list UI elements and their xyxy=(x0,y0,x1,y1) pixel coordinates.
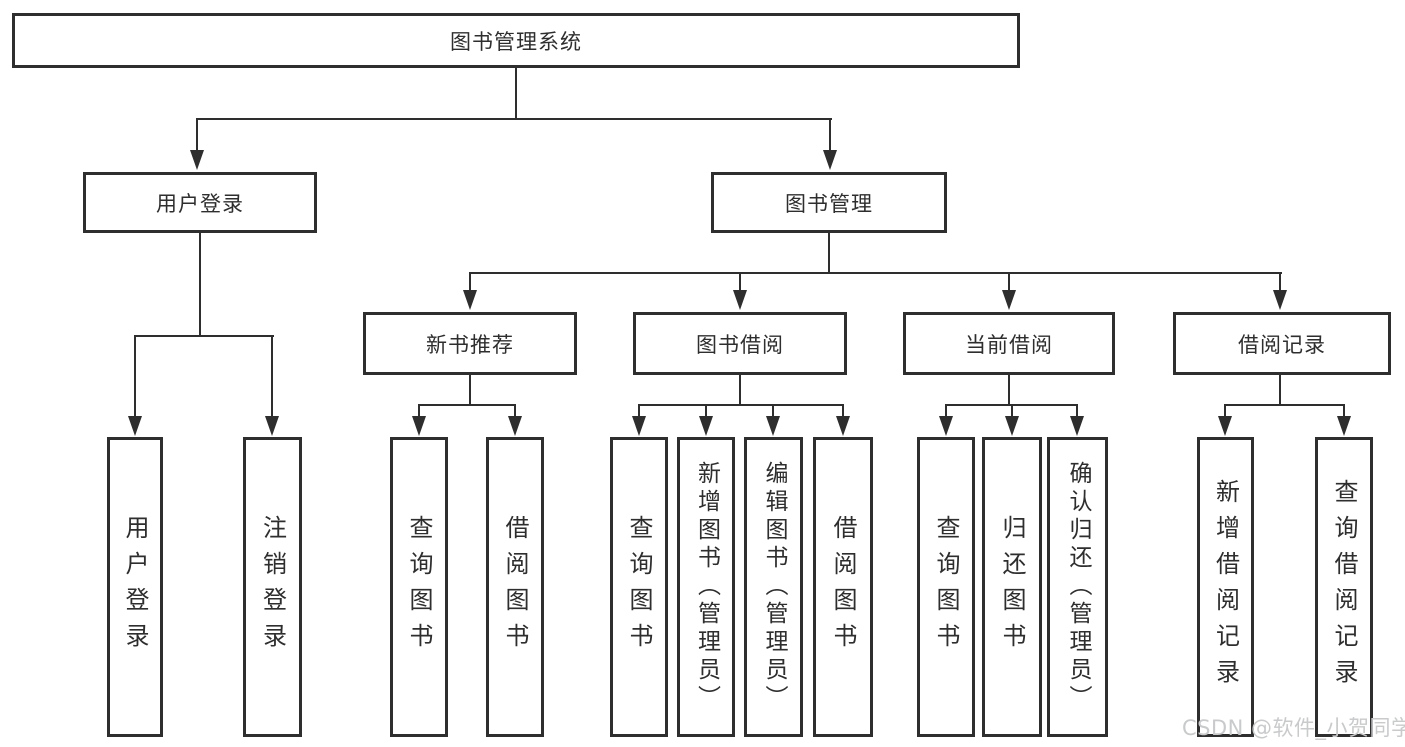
arrow-down-icon xyxy=(699,416,713,436)
node-label: 用户登录 xyxy=(121,515,149,659)
connector-line xyxy=(196,118,198,152)
csdn-watermark: CSDN @软件_小贺同学 xyxy=(1182,716,1405,740)
node-leaf-query-books-2: 查询图书 xyxy=(610,437,668,737)
node-label: 确认归还（管理员） xyxy=(1065,461,1091,713)
arrow-down-icon xyxy=(463,290,477,310)
connector-line xyxy=(772,404,774,418)
arrow-down-icon xyxy=(632,416,646,436)
arrow-down-icon xyxy=(190,150,204,170)
connector-line xyxy=(705,404,707,418)
node-user-login: 用户登录 xyxy=(83,172,317,233)
connector-line xyxy=(829,118,831,152)
arrow-down-icon xyxy=(1002,290,1016,310)
node-leaf-return-books: 归还图书 xyxy=(982,437,1042,737)
connector-line xyxy=(196,118,832,120)
node-leaf-borrow-books-2: 借阅图书 xyxy=(813,437,873,737)
arrow-down-icon xyxy=(508,416,522,436)
connector-line xyxy=(638,404,640,418)
node-label: 查询图书 xyxy=(932,515,960,659)
connector-line xyxy=(1279,272,1281,292)
node-library-system: 图书管理系统 xyxy=(12,13,1020,68)
node-leaf-edit-books-admin: 编辑图书（管理员） xyxy=(744,437,803,737)
connector-line xyxy=(638,404,844,406)
connector-line xyxy=(842,404,844,418)
node-leaf-confirm-return-admin: 确认归还（管理员） xyxy=(1047,437,1108,737)
node-label: 注销登录 xyxy=(258,515,287,659)
arrow-down-icon xyxy=(1070,416,1084,436)
node-leaf-borrow-books-1: 借阅图书 xyxy=(486,437,544,737)
node-label: 查询图书 xyxy=(405,515,433,659)
arrow-down-icon xyxy=(939,416,953,436)
connector-line xyxy=(739,375,741,406)
connector-line xyxy=(1076,404,1078,418)
connector-line xyxy=(1011,404,1013,418)
node-label: 借阅图书 xyxy=(501,515,529,659)
node-leaf-add-borrow-record: 新增借阅记录 xyxy=(1197,437,1254,737)
connector-line xyxy=(1343,404,1345,418)
node-label: 查询图书 xyxy=(625,515,653,659)
node-leaf-query-books-1: 查询图书 xyxy=(390,437,448,737)
arrow-down-icon xyxy=(412,416,426,436)
connector-line xyxy=(271,335,273,418)
node-label: 新书推荐 xyxy=(426,332,514,357)
connector-line xyxy=(199,233,201,337)
connector-line xyxy=(134,335,274,337)
arrow-down-icon xyxy=(1005,416,1019,436)
node-borrowing-records: 借阅记录 xyxy=(1173,312,1391,375)
arrow-down-icon xyxy=(1273,290,1287,310)
node-label: 用户登录 xyxy=(156,191,244,216)
node-label: 查询借阅记录 xyxy=(1330,479,1358,695)
node-new-book-recommend: 新书推荐 xyxy=(363,312,577,375)
node-label: 图书管理 xyxy=(785,191,873,216)
connector-line xyxy=(1224,404,1226,418)
node-book-management: 图书管理 xyxy=(711,172,947,233)
arrow-down-icon xyxy=(836,416,850,436)
connector-line xyxy=(1224,404,1345,406)
node-label: 编辑图书（管理员） xyxy=(761,461,787,713)
arrow-down-icon xyxy=(265,416,279,436)
arrow-down-icon xyxy=(766,416,780,436)
node-label: 当前借阅 xyxy=(965,332,1053,357)
node-label: 归还图书 xyxy=(998,515,1026,659)
connector-line xyxy=(514,404,516,418)
connector-line xyxy=(1008,272,1010,292)
connector-line xyxy=(1279,375,1281,406)
connector-line xyxy=(418,404,420,418)
node-label: 新增图书（管理员） xyxy=(693,461,720,713)
arrow-down-icon xyxy=(733,290,747,310)
node-label: 借阅图书 xyxy=(829,515,857,659)
node-label: 图书管理系统 xyxy=(450,29,582,54)
connector-line xyxy=(469,375,471,406)
arrow-down-icon xyxy=(128,416,142,436)
arrow-down-icon xyxy=(1337,416,1351,436)
connector-line xyxy=(418,404,516,406)
connector-line xyxy=(945,404,947,418)
connector-line xyxy=(1008,375,1010,406)
node-current-borrowing: 当前借阅 xyxy=(903,312,1115,375)
connector-line xyxy=(828,233,830,274)
connector-line xyxy=(134,335,136,418)
node-label: 借阅记录 xyxy=(1238,332,1326,357)
arrow-down-icon xyxy=(823,150,837,170)
node-leaf-query-books-3: 查询图书 xyxy=(917,437,975,737)
arrow-down-icon xyxy=(1218,416,1232,436)
node-leaf-add-books-admin: 新增图书（管理员） xyxy=(677,437,735,737)
node-label: 图书借阅 xyxy=(696,332,784,357)
connector-line xyxy=(469,272,471,292)
node-leaf-query-borrow-record: 查询借阅记录 xyxy=(1315,437,1373,737)
node-leaf-logout: 注销登录 xyxy=(243,437,302,737)
node-label: 新增借阅记录 xyxy=(1211,479,1240,695)
node-leaf-user-login: 用户登录 xyxy=(107,437,163,737)
connector-line xyxy=(515,68,517,119)
node-book-borrowing: 图书借阅 xyxy=(633,312,847,375)
connector-line xyxy=(739,272,741,292)
connector-line xyxy=(469,272,1282,274)
